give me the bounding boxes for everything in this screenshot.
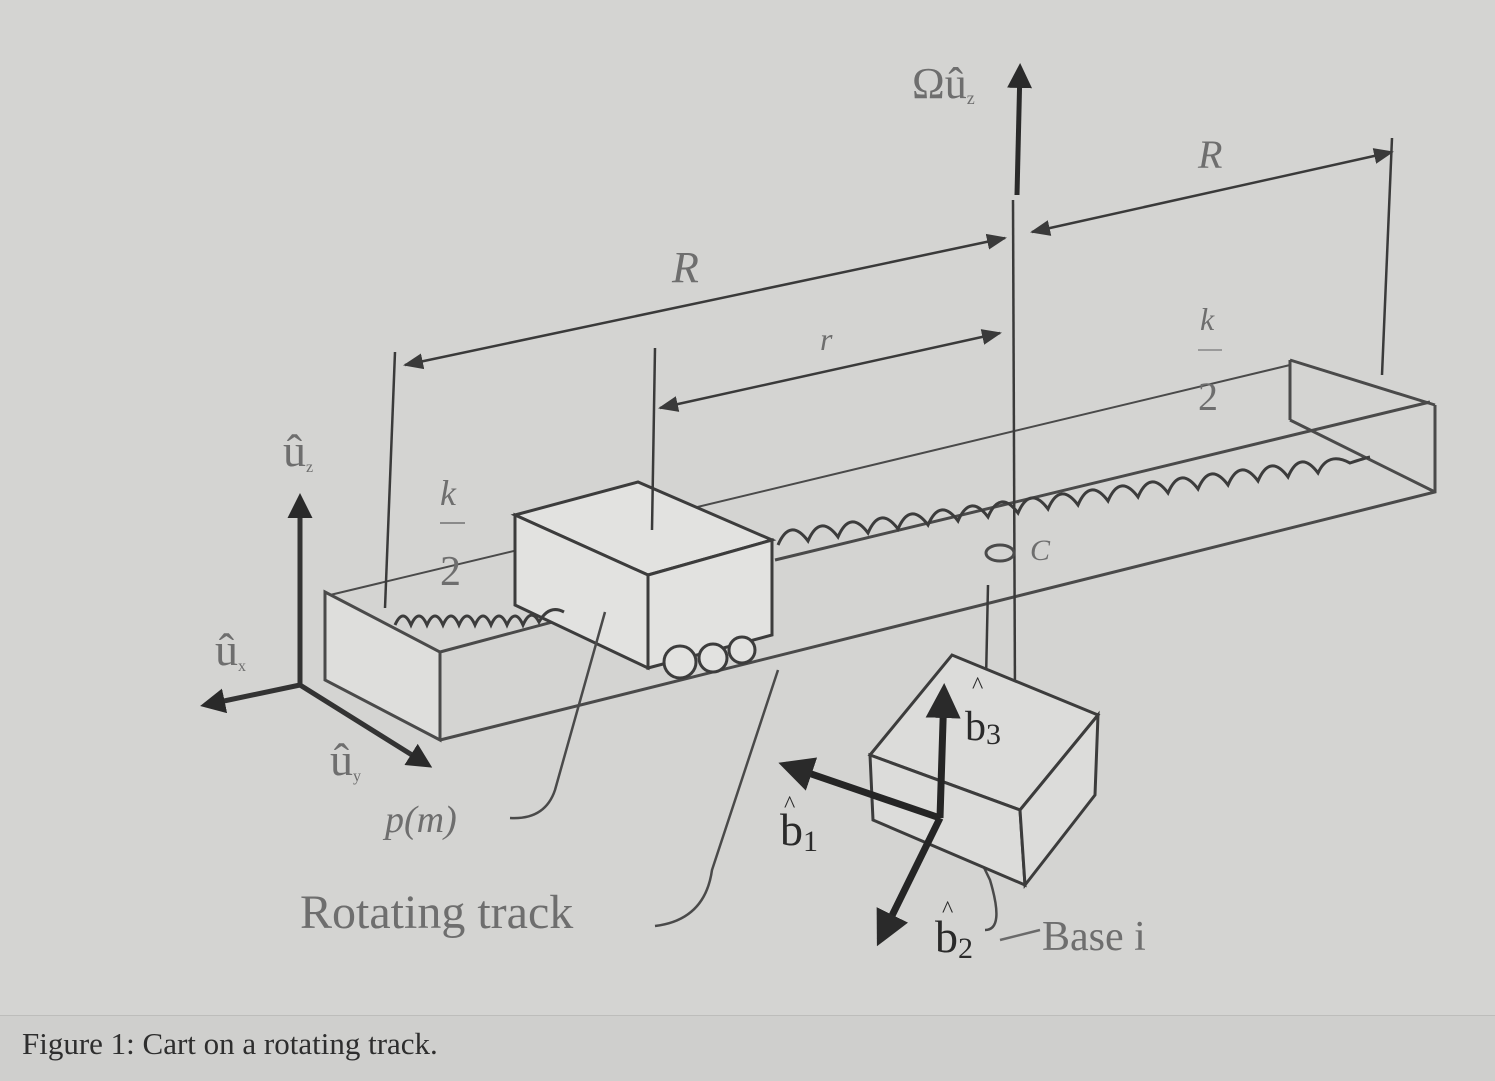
two-left-label: 2 bbox=[440, 549, 461, 595]
omega-u-label: Ωûz bbox=[912, 59, 975, 108]
k-right-label: k bbox=[1200, 301, 1215, 337]
small-r-label: r bbox=[820, 321, 833, 357]
b1-hat: ^ bbox=[784, 792, 795, 818]
body-axes bbox=[778, 683, 961, 947]
pivot-c bbox=[984, 543, 1016, 563]
leader-lines bbox=[509, 611, 998, 932]
two-right-label: 2 bbox=[1198, 374, 1218, 419]
u-z-label: ûz bbox=[283, 425, 313, 476]
rotating-track-label: Rotating track bbox=[300, 886, 573, 939]
cart-wheels bbox=[662, 635, 757, 680]
figure-caption: Figure 1: Cart on a rotating track. bbox=[22, 1026, 438, 1061]
p-m-label: p(m) bbox=[382, 799, 457, 841]
r-left-label: R bbox=[671, 243, 699, 292]
caption-bar bbox=[0, 1015, 1495, 1081]
right-spring bbox=[776, 455, 1371, 546]
b1-label: b1 bbox=[780, 804, 818, 858]
b3-hat: ^ bbox=[972, 673, 983, 699]
left-spring bbox=[393, 608, 565, 629]
rotating-track-shape bbox=[323, 358, 1437, 743]
inertial-axes bbox=[200, 493, 433, 768]
b3-label: b3 bbox=[965, 704, 1001, 751]
b2-label: b2 bbox=[935, 911, 973, 965]
b2-hat: ^ bbox=[942, 897, 953, 923]
u-x-label: ûx bbox=[215, 624, 246, 675]
r-right-label: R bbox=[1197, 132, 1222, 177]
cart-on-track-diagram: Ωûz R R r k 2 k 2 C ûz ûx ûy p(m) Rotati… bbox=[200, 59, 1437, 965]
c-label: C bbox=[1030, 534, 1051, 567]
k-left-label: k bbox=[440, 473, 457, 513]
base-label: Base i bbox=[1042, 914, 1146, 960]
u-y-label: ûy bbox=[330, 734, 361, 785]
base-block bbox=[867, 653, 1101, 890]
dimension-lines bbox=[383, 137, 1394, 701]
omega-axis-arrow bbox=[1007, 63, 1033, 196]
base-leader bbox=[999, 928, 1041, 942]
